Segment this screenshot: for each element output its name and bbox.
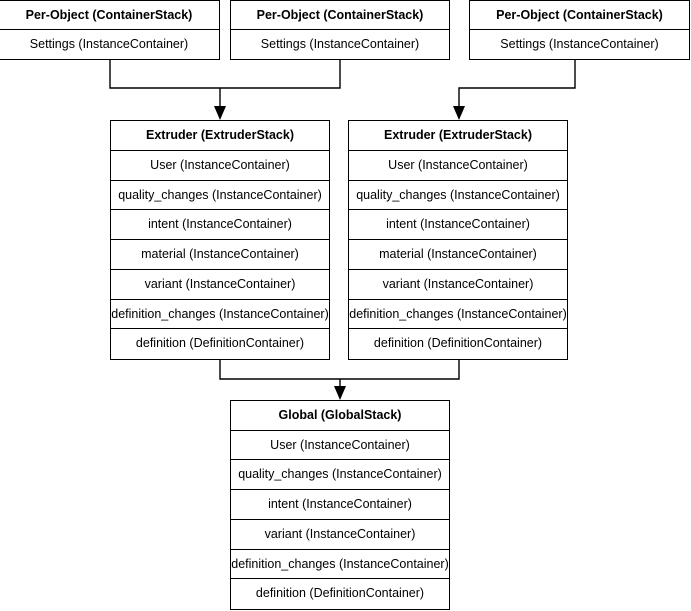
node-per-object-container-stack-1[interactable]: Per-Object (ContainerStack) Settings (In… (0, 0, 220, 60)
node-row-user: User (InstanceContainer) (231, 430, 449, 461)
node-row-variant: variant (InstanceContainer) (349, 269, 567, 300)
node-row-definition: definition (DefinitionContainer) (111, 329, 329, 359)
node-row-settings: Settings (InstanceContainer) (470, 30, 689, 59)
node-row-user: User (InstanceContainer) (349, 150, 567, 181)
edge-per-object-3-to-extruder-2 (458, 60, 576, 112)
arrowhead-extruder-1 (214, 106, 226, 120)
node-row-intent: intent (InstanceContainer) (111, 210, 329, 240)
node-row-definition: definition (DefinitionContainer) (349, 329, 567, 359)
node-header: Extruder (ExtruderStack) (111, 121, 329, 151)
node-row-material: material (InstanceContainer) (111, 240, 329, 270)
edge-extruder-2-to-global (340, 360, 460, 380)
node-header: Per-Object (ContainerStack) (231, 1, 449, 31)
node-row-quality-changes: quality_changes (InstanceContainer) (349, 180, 567, 211)
arrowhead-extruder-2 (453, 106, 465, 120)
node-extruder-stack-1[interactable]: Extruder (ExtruderStack) User (InstanceC… (110, 120, 330, 360)
node-header: Per-Object (ContainerStack) (0, 1, 219, 31)
node-extruder-stack-2[interactable]: Extruder (ExtruderStack) User (InstanceC… (348, 120, 568, 360)
edge-extruder-1-to-global (219, 360, 340, 380)
node-row-definition-changes: definition_changes (InstanceContainer) (231, 549, 449, 580)
node-row-settings: Settings (InstanceContainer) (231, 30, 449, 59)
node-row-intent: intent (InstanceContainer) (349, 210, 567, 240)
node-header: Per-Object (ContainerStack) (470, 1, 689, 31)
edge-per-object-2-to-extruder-1 (220, 60, 341, 89)
edge-per-object-1-to-extruder-1 (109, 60, 220, 89)
node-row-user: User (InstanceContainer) (111, 150, 329, 181)
node-global-stack[interactable]: Global (GlobalStack) User (InstanceConta… (230, 400, 450, 610)
node-row-variant: variant (InstanceContainer) (111, 269, 329, 300)
node-per-object-container-stack-3[interactable]: Per-Object (ContainerStack) Settings (In… (469, 0, 690, 60)
node-row-quality-changes: quality_changes (InstanceContainer) (231, 460, 449, 491)
node-row-settings: Settings (InstanceContainer) (0, 30, 219, 59)
node-row-definition-changes: definition_changes (InstanceContainer) (349, 299, 567, 330)
node-row-definition: definition (DefinitionContainer) (231, 579, 449, 610)
node-row-variant: variant (InstanceContainer) (231, 519, 449, 550)
node-header: Global (GlobalStack) (231, 401, 449, 431)
node-per-object-container-stack-2[interactable]: Per-Object (ContainerStack) Settings (In… (230, 0, 450, 60)
node-row-material: material (InstanceContainer) (349, 240, 567, 270)
arrowhead-global (334, 386, 346, 400)
node-header: Extruder (ExtruderStack) (349, 121, 567, 151)
node-row-quality-changes: quality_changes (InstanceContainer) (111, 180, 329, 211)
node-row-definition-changes: definition_changes (InstanceContainer) (111, 299, 329, 330)
node-row-intent: intent (InstanceContainer) (231, 490, 449, 520)
